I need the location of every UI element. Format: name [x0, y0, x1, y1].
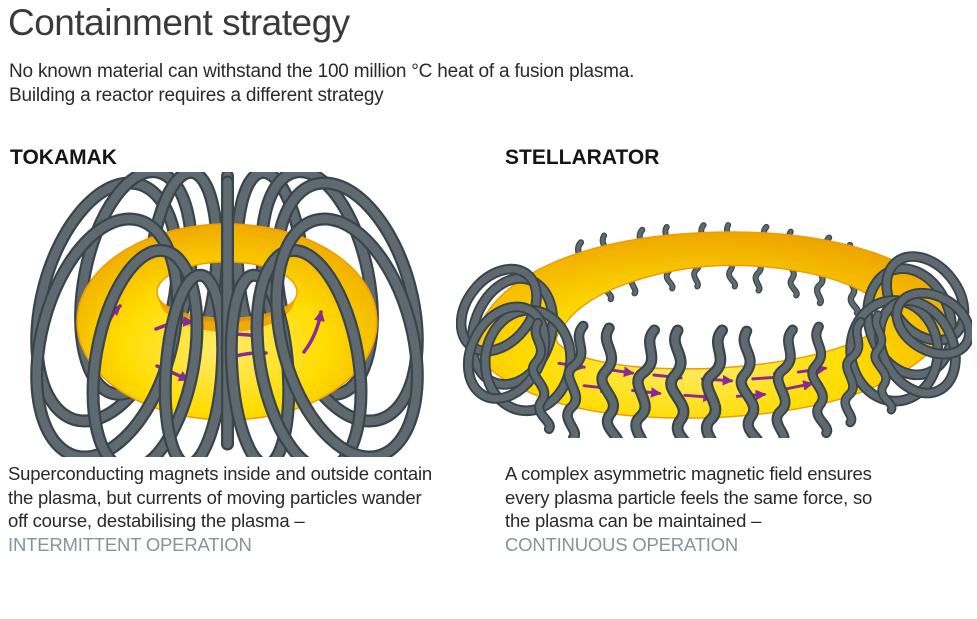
subtitle-line-2: Building a reactor requires a different … [9, 84, 384, 106]
stellarator-description-text: A complex asymmetric magnetic field ensu… [505, 463, 873, 531]
stellarator-operation-label: CONTINUOUS OPERATION [505, 533, 739, 555]
page-title: Containment strategy [8, 2, 350, 43]
stellarator-description: A complex asymmetric magnetic field ensu… [505, 462, 877, 556]
tokamak-operation-label: INTERMITTENT OPERATION [8, 533, 252, 555]
stellarator-side-coils-right [845, 251, 972, 407]
subtitle-line-1: No known material can withstand the 100 … [9, 61, 635, 82]
tokamak-coils-front [30, 175, 424, 457]
tokamak-description: Superconducting magnets inside and outsi… [8, 462, 438, 556]
tokamak-figure [30, 172, 424, 457]
stellarator-heading: STELLARATOR [505, 146, 660, 169]
page-subtitle: No known material can withstand the 100 … [9, 60, 634, 107]
stellarator-figure [456, 186, 972, 438]
tokamak-description-text: Superconducting magnets inside and outsi… [8, 463, 433, 531]
tokamak-heading: TOKAMAK [10, 146, 117, 169]
